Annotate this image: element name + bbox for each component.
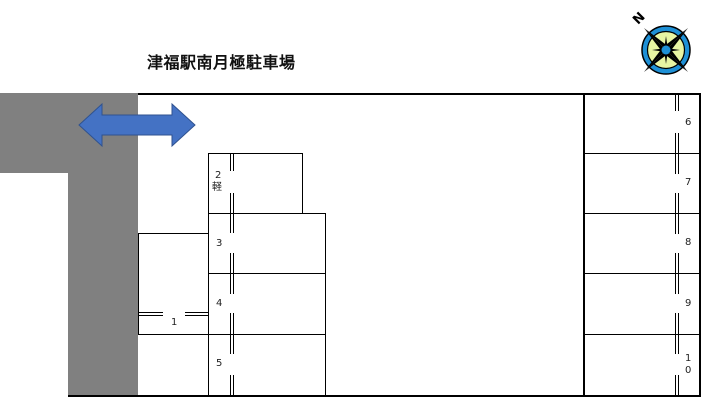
space-divider-3-4 — [208, 273, 326, 274]
space-10-label-line1[interactable]: 1 — [685, 353, 692, 364]
double-arrow-icon — [78, 102, 196, 148]
space-1-left — [138, 233, 139, 335]
space-7-label[interactable]: 7 — [685, 177, 692, 188]
wheel-stop-mark — [675, 133, 679, 174]
space-divider-2-3 — [208, 213, 326, 214]
space-9-label[interactable]: 9 — [685, 298, 692, 309]
middle-column-right-edge — [325, 213, 326, 396]
space-divider-8-9 — [584, 273, 700, 274]
wheel-stop-mark — [230, 153, 234, 171]
entrance-arrow — [77, 102, 197, 148]
wheel-stop-mark — [185, 312, 208, 316]
road-vertical — [68, 173, 138, 396]
space-1-top — [138, 233, 209, 234]
wheel-stop-mark — [230, 193, 234, 233]
wheel-stop-mark — [675, 93, 679, 111]
svg-text:N: N — [630, 10, 648, 28]
space-6-label[interactable]: 6 — [685, 117, 692, 128]
wheel-stop-mark — [139, 312, 163, 316]
space-2-kei-note: 軽 — [212, 182, 222, 193]
space-8-label[interactable]: 8 — [685, 237, 692, 248]
wheel-stop-mark — [675, 375, 679, 395]
lot-boundary-top — [138, 93, 701, 95]
space-1-bottom — [138, 334, 209, 335]
compass: N — [626, 6, 696, 84]
space-divider-7-8 — [584, 213, 700, 214]
space-2-label[interactable]: 2 — [215, 170, 222, 181]
right-column-divider — [583, 93, 585, 397]
lot-boundary-right — [699, 93, 701, 397]
space-1-label[interactable]: 1 — [171, 317, 178, 328]
lot-boundary-bottom — [68, 395, 701, 397]
space-2-right — [302, 153, 303, 213]
wheel-stop-mark — [230, 375, 234, 395]
space-3-label[interactable]: 3 — [216, 238, 223, 249]
page-title: 津福駅南月極駐車場 — [147, 53, 296, 72]
middle-column-left-edge — [208, 153, 209, 396]
wheel-stop-mark — [675, 313, 679, 354]
space-2-top — [208, 153, 303, 154]
space-divider-6-7 — [584, 153, 700, 154]
space-divider-4-5 — [208, 334, 326, 335]
wheel-stop-mark — [675, 193, 679, 234]
wheel-stop-mark — [230, 253, 234, 294]
compass-rose-icon: N — [630, 10, 691, 75]
space-5-label[interactable]: 5 — [216, 358, 223, 369]
wheel-stop-mark — [230, 313, 234, 354]
wheel-stop-mark — [675, 253, 679, 294]
space-4-label[interactable]: 4 — [216, 298, 223, 309]
space-divider-9-10 — [584, 334, 700, 335]
space-10-label-line2[interactable]: 0 — [685, 365, 692, 376]
